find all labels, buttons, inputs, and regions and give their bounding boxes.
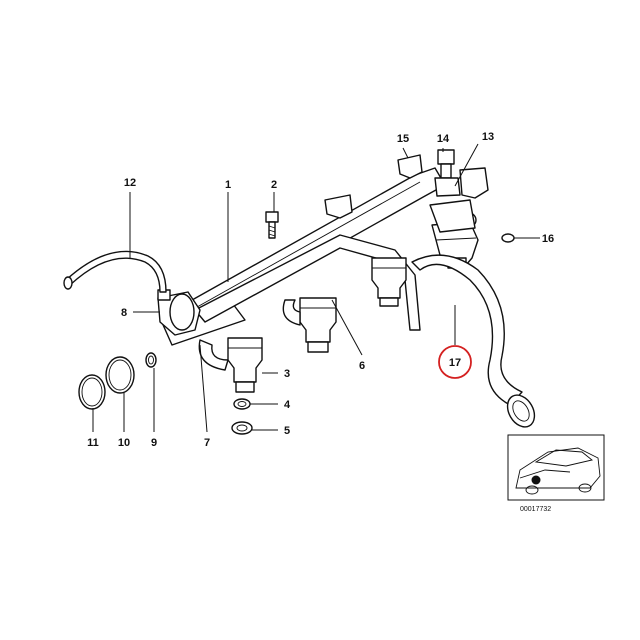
seal-ring-4: [233, 398, 251, 410]
callout-3: 3: [284, 368, 290, 380]
callout-1: 1: [225, 179, 231, 191]
bolt: [265, 211, 279, 239]
callout-9: 9: [151, 437, 157, 449]
seal-ring-4-inner: [237, 401, 247, 407]
pressure-regulator: [157, 289, 201, 336]
return-tube: [194, 234, 421, 331]
vacuum-hose: [63, 250, 167, 293]
injector-2: [282, 297, 337, 353]
seal-ring-5: [231, 421, 253, 435]
location-marker-icon: [531, 475, 541, 485]
callout-12: 12: [124, 177, 136, 189]
reference-code: 00017732: [520, 506, 551, 513]
o-ring-11: [78, 374, 106, 410]
callout-16: 16: [542, 233, 554, 245]
callout-7: 7: [204, 437, 210, 449]
rail-clips: [324, 154, 423, 219]
union-fitting: [434, 149, 461, 197]
callout-15: 15: [397, 133, 409, 145]
seal-ring-5-inner: [236, 424, 248, 432]
callout-8: 8: [121, 307, 127, 319]
callout-5: 5: [284, 425, 290, 437]
fuel-hose-17: [411, 254, 536, 428]
callout-2: 2: [271, 179, 277, 191]
callout-14: 14: [437, 133, 450, 145]
callout-17: 17: [449, 357, 461, 369]
callout-6: 6: [359, 360, 365, 372]
callout-4: 4: [284, 399, 291, 411]
o-ring-9-inner: [148, 355, 154, 365]
callout-13: 13: [482, 131, 494, 143]
leader-lines: [92, 143, 540, 433]
o-ring-10: [105, 356, 135, 394]
fitting-16: [429, 199, 477, 233]
injector-3: [371, 257, 407, 307]
o-ring-10-inner: [108, 359, 132, 391]
reference-inset: [507, 434, 605, 501]
injector-1: [198, 337, 263, 393]
callout-10: 10: [118, 437, 130, 449]
injector-5-top: [459, 167, 489, 199]
o-ring-9: [145, 352, 157, 368]
o-ring-11-inner: [81, 377, 103, 407]
highlight-circle: [438, 345, 472, 379]
o-ring-16: [501, 233, 515, 243]
callout-11: 11: [87, 437, 99, 449]
